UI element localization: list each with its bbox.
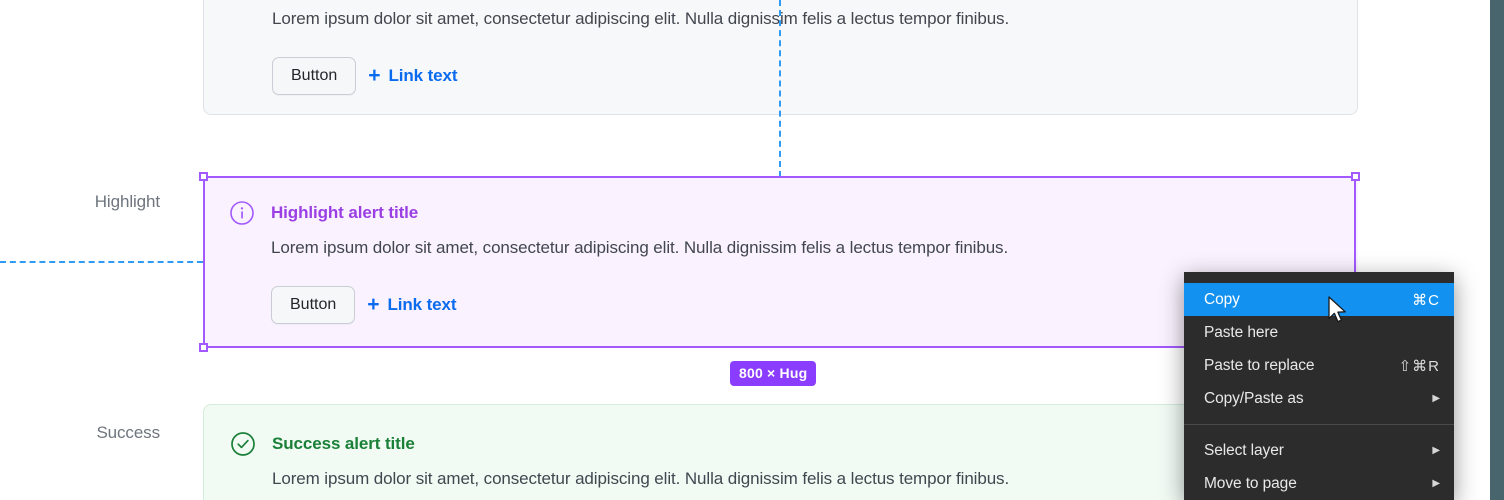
guide-vertical: [779, 0, 781, 177]
context-menu-item-label: Copy/Paste as: [1204, 389, 1304, 407]
row-label-highlight: Highlight: [94, 192, 160, 211]
context-menu-item-paste-here[interactable]: Paste here: [1184, 316, 1454, 349]
context-menu-item-paste-to-replace[interactable]: Paste to replace ⇧⌘R: [1184, 349, 1454, 382]
context-menu-item-select-layer[interactable]: Select layer ▶: [1184, 434, 1454, 467]
context-menu-item-label: Paste here: [1204, 323, 1278, 341]
context-menu-item-shortcut: ⌘C: [1412, 291, 1440, 309]
guide-horizontal: [0, 261, 203, 263]
submenu-arrow-icon: ▶: [1432, 478, 1440, 489]
alert-actions: Button + Link text: [272, 57, 458, 95]
alert-title: Success alert title: [272, 434, 415, 453]
alert-card-success[interactable]: Success alert title Lorem ipsum dolor si…: [203, 404, 1358, 500]
context-menu-item-label: Copy: [1204, 290, 1240, 308]
context-menu-item-label: Paste to replace: [1204, 356, 1315, 374]
alert-body-text: Lorem ipsum dolor sit amet, consectetur …: [271, 238, 1009, 257]
alert-card-highlight[interactable]: Highlight alert title Lorem ipsum dolor …: [203, 176, 1358, 348]
right-panel-strip: [1490, 0, 1504, 500]
context-menu-item-label: Move to page: [1204, 474, 1297, 492]
row-label-success: Success: [96, 423, 160, 442]
plus-icon: +: [368, 63, 381, 87]
context-menu-item-shortcut: ⇧⌘R: [1398, 357, 1440, 375]
check-circle-icon: [230, 431, 256, 457]
size-badge: 800 × Hug: [730, 361, 817, 386]
alert-body-text: Lorem ipsum dolor sit amet, consectetur …: [272, 469, 1010, 488]
context-menu-separator: [1184, 424, 1454, 425]
alert-button[interactable]: Button: [272, 57, 357, 95]
alert-link[interactable]: + Link text: [368, 63, 458, 87]
plus-icon: +: [367, 292, 380, 316]
info-circle-icon: [229, 200, 255, 226]
alert-actions: Button + Link text: [271, 286, 457, 324]
alert-title: Highlight alert title: [271, 203, 419, 222]
alert-link-label: Link text: [387, 295, 457, 314]
alert-link-label: Link text: [388, 66, 458, 85]
context-menu-item-label: Select layer: [1204, 441, 1284, 459]
alert-link[interactable]: + Link text: [367, 292, 457, 316]
alert-body-text: Lorem ipsum dolor sit amet, consectetur …: [272, 9, 1010, 28]
mouse-cursor: [1328, 296, 1350, 326]
alert-button[interactable]: Button: [271, 286, 356, 324]
submenu-arrow-icon: ▶: [1432, 393, 1440, 404]
context-menu-item-copy-paste-as[interactable]: Copy/Paste as ▶: [1184, 382, 1454, 415]
context-menu-item-copy[interactable]: Copy ⌘C: [1184, 283, 1454, 316]
submenu-arrow-icon: ▶: [1432, 445, 1440, 456]
context-menu-item-move-to-page[interactable]: Move to page ▶: [1184, 467, 1454, 500]
